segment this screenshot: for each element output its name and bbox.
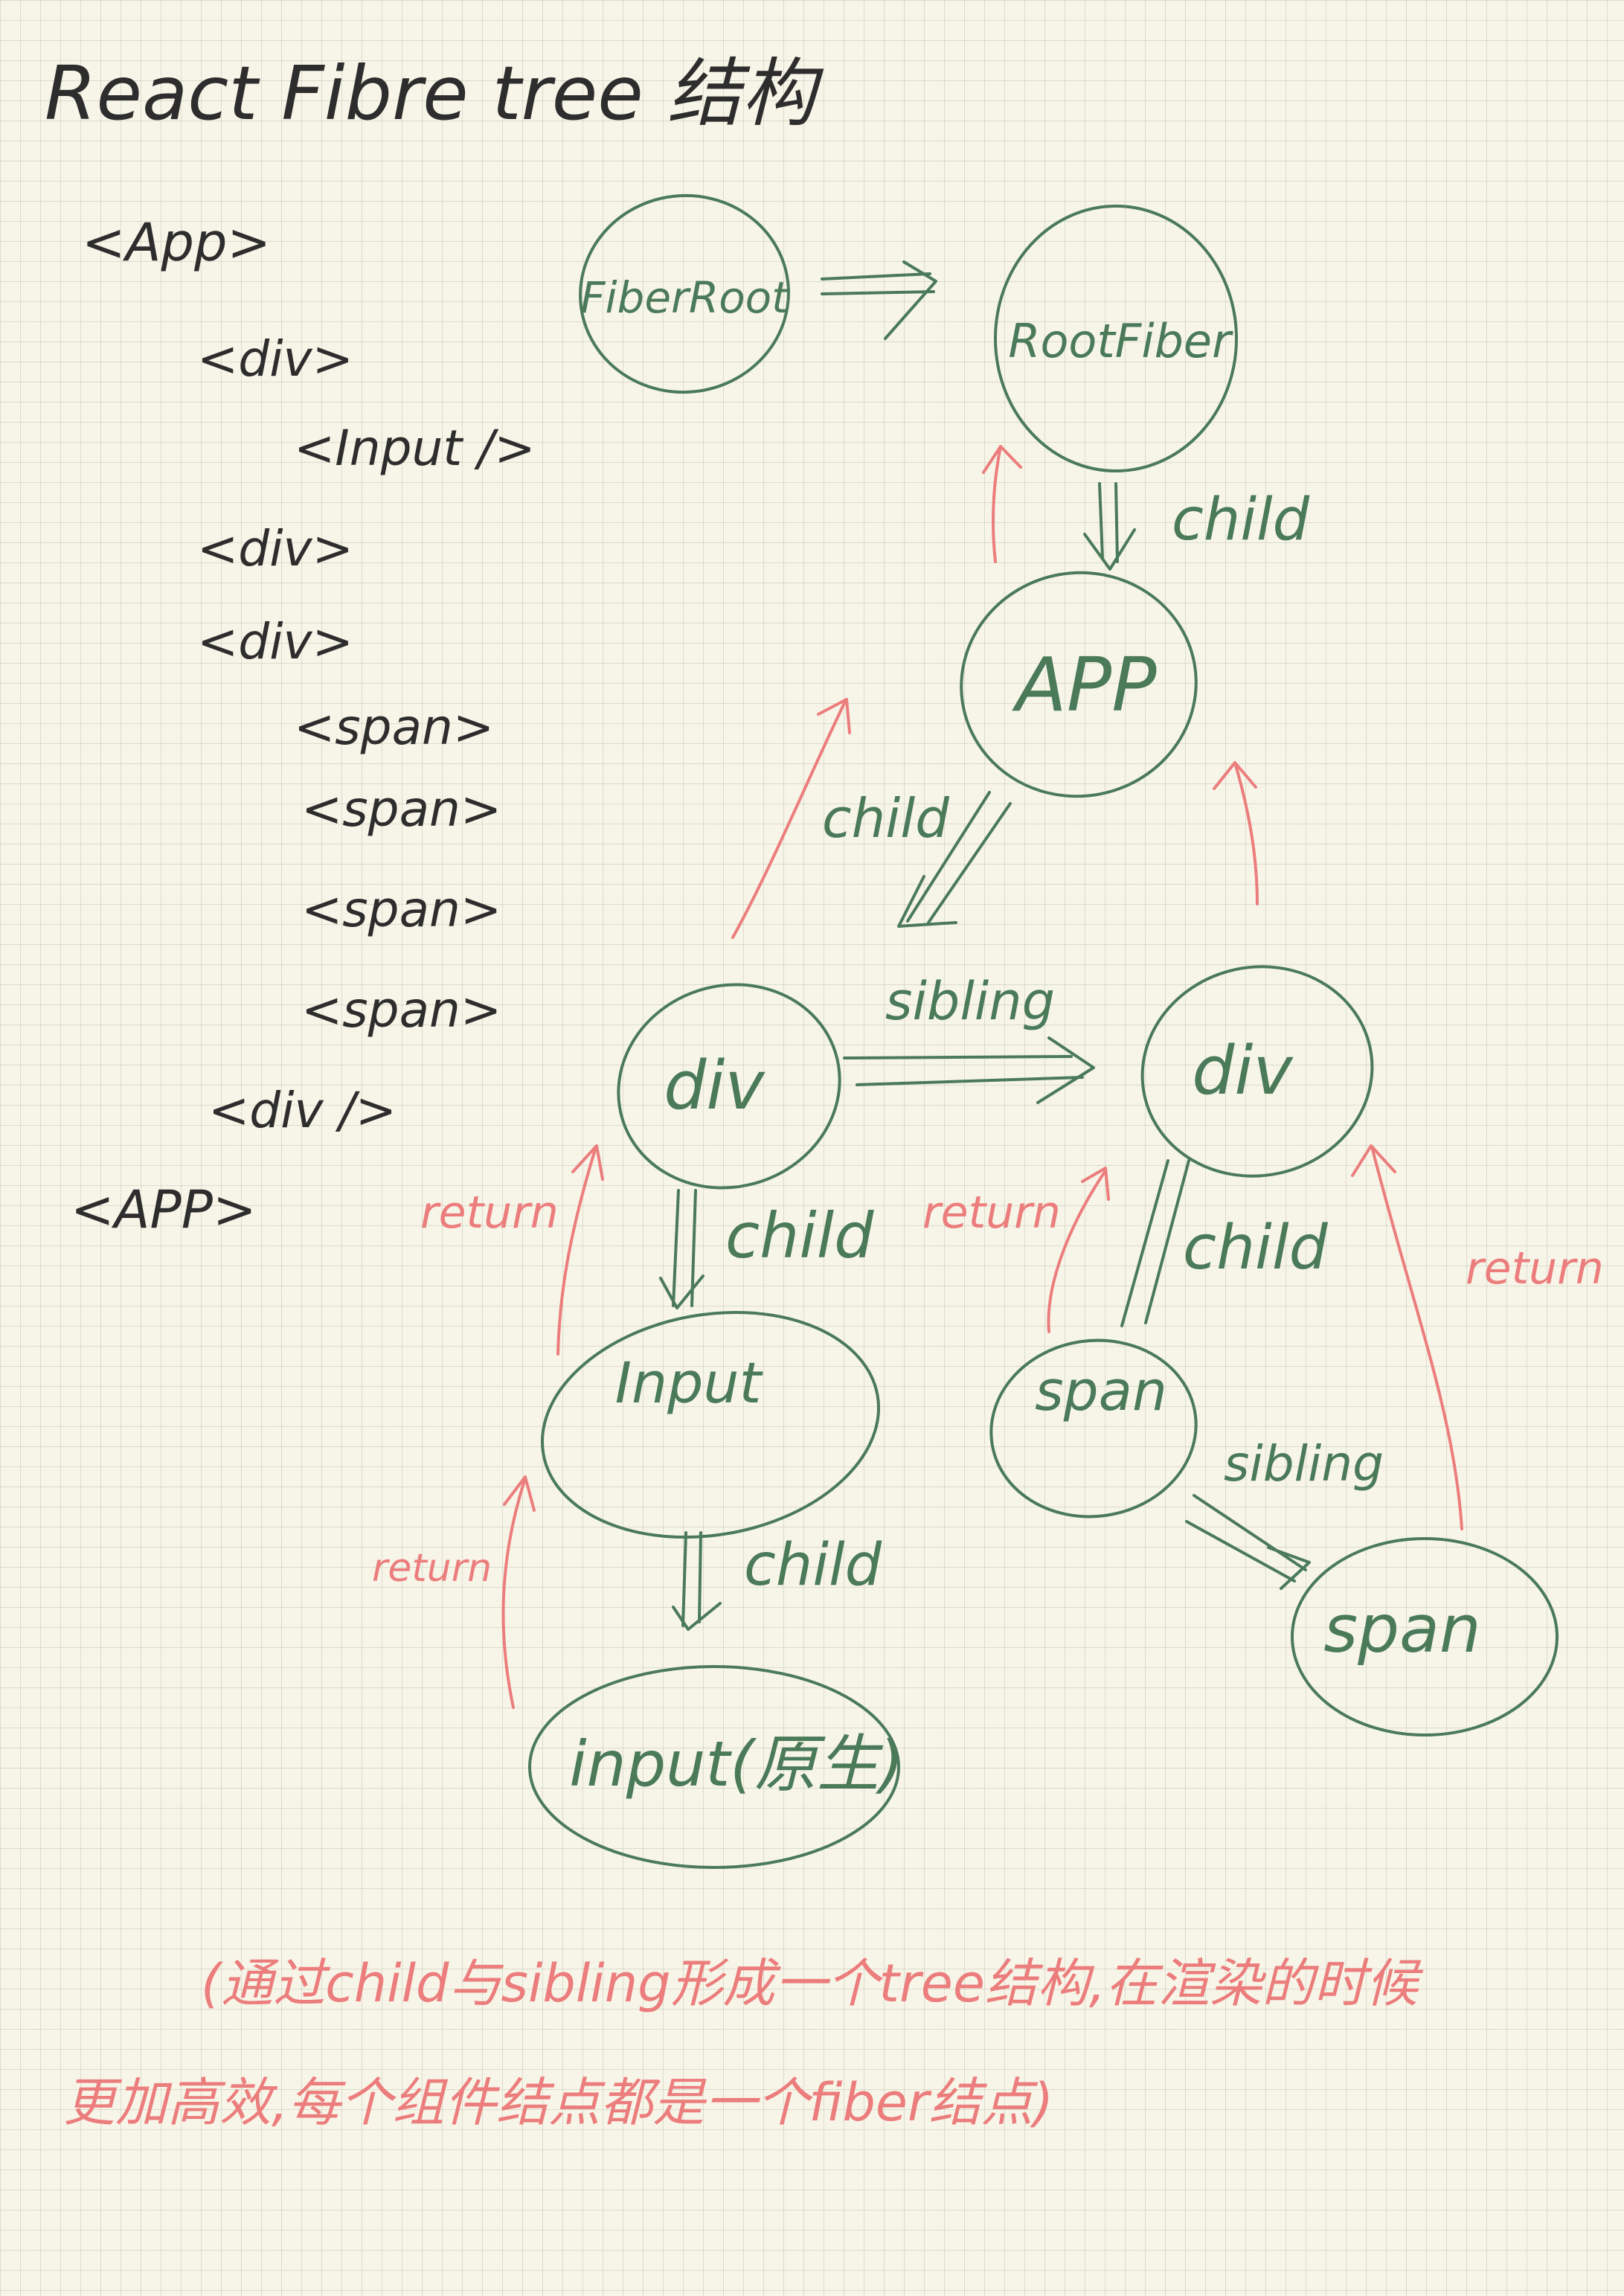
return-arrow-div1-app (731, 698, 851, 939)
return-arrows (501, 445, 1463, 1709)
child-label-div1-input: child (725, 1199, 874, 1272)
child-arrow-app-div1 (897, 791, 1012, 928)
node-labels: FiberRoot RootFiber APP div div Input in… (569, 272, 1481, 1800)
node-span-1 (989, 1338, 1198, 1519)
label-input-dom: input(原生) (569, 1728, 904, 1800)
label-span-2: span (1323, 1591, 1480, 1667)
node-div-2 (1140, 965, 1374, 1178)
child-label-div2-span1: child (1183, 1213, 1329, 1283)
node-app (960, 571, 1198, 798)
code-line-div-open: <div> (197, 330, 353, 388)
page-title: React Fibre tree 结构 (45, 50, 824, 137)
code-line-span-4: <span> (301, 981, 501, 1039)
node-fiberroot (579, 193, 790, 394)
sibling-label-span1-span2: sibling (1224, 1435, 1384, 1492)
label-rootfiber: RootFiber (1008, 314, 1233, 368)
code-line-span-3: <span> (301, 881, 501, 938)
child-arrow-div2-span1 (1120, 1159, 1190, 1327)
return-arrow-rootfiber-fiberroot (982, 445, 1022, 563)
return-arrow-span2-div2 (1351, 1144, 1463, 1530)
label-div-2: div (1192, 1032, 1294, 1110)
sibling-label-div1-div2: sibling (885, 971, 1055, 1032)
child-arrow-input-inputdom (672, 1531, 722, 1631)
code-line-div2-close: <div /> (208, 1082, 397, 1139)
code-line-div-close: <div> (197, 520, 353, 577)
note-line-2: 更加高效,每个组件结点都是一个fiber结点) (63, 2072, 1053, 2133)
return-label-span2-div2: return (1466, 1242, 1604, 1295)
node-span-2 (1291, 1537, 1559, 1737)
note-line-1: (通过child与sibling形成一个tree结构,在渲染的时候 (201, 1953, 1424, 2014)
label-fiberroot: FiberRoot (580, 272, 790, 323)
explanation-note: (通过child与sibling形成一个tree结构,在渲染的时候 更加高效,每… (63, 1953, 1424, 2133)
code-line-app-open: <App> (82, 212, 271, 273)
label-div-1: div (664, 1047, 766, 1125)
return-arrow-div2-app (1213, 761, 1259, 905)
return-arrow-span1-div2 (1047, 1167, 1110, 1333)
child-label-input-inputdom: child (744, 1532, 882, 1599)
sibling-arrow-span1-span2 (1185, 1494, 1311, 1590)
node-input-dom (528, 1665, 900, 1869)
return-arrow-inputdom-input (501, 1475, 536, 1709)
node-input (540, 1310, 881, 1539)
label-app: APP (1011, 641, 1157, 728)
code-line-span-1: <span> (294, 699, 494, 756)
fiber-nodes (528, 193, 1559, 1869)
node-div-1 (617, 983, 841, 1190)
code-line-span-2: <span> (301, 780, 501, 838)
return-label-span1-div2: return (922, 1187, 1061, 1239)
green-arrows (659, 260, 1311, 1631)
label-span-1: span (1035, 1359, 1167, 1423)
green-edge-labels: child child sibling child child child si… (725, 487, 1384, 1599)
return-label-input-div1: return (420, 1187, 559, 1239)
code-line-input: <Input /> (294, 420, 536, 477)
code-line-app-close: <APP> (71, 1179, 257, 1240)
code-line-div2-open: <div> (197, 613, 353, 670)
fiberroot-to-rootfiber-arrow (821, 260, 937, 340)
child-label-rootfiber-app: child (1172, 487, 1310, 554)
sibling-arrow-div1-div2 (843, 1036, 1095, 1104)
child-arrow-div1-input (659, 1189, 705, 1309)
code-listing: <App> <div> <Input /> <div> <div> <span>… (71, 212, 536, 1240)
return-arrow-input-div1 (556, 1144, 604, 1356)
child-arrow-rootfiber-app (1083, 482, 1136, 571)
return-label-inputdom-input: return (372, 1546, 492, 1591)
return-labels: return return return return (372, 1187, 1604, 1591)
node-rootfiber (994, 205, 1238, 472)
label-input: Input (615, 1350, 764, 1416)
child-label-app-div1: child (822, 787, 950, 850)
